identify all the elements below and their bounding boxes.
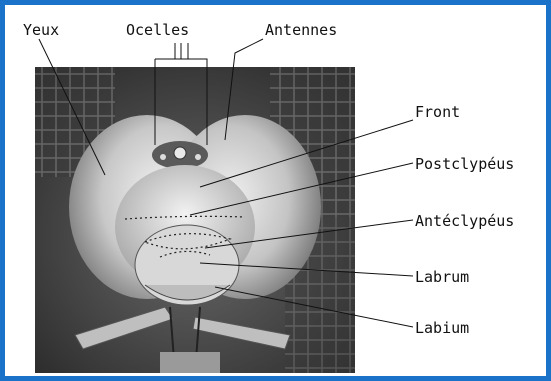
label-anteclypeus: Antéclypéus [415,214,514,229]
label-antennes: Antennes [265,23,337,38]
label-labium: Labium [415,321,469,336]
label-yeux: Yeux [23,23,59,38]
label-ocelles: Ocelles [126,23,189,38]
label-front: Front [415,105,460,120]
label-postclypeus: Postclypéus [415,157,514,172]
label-labrum: Labrum [415,270,469,285]
